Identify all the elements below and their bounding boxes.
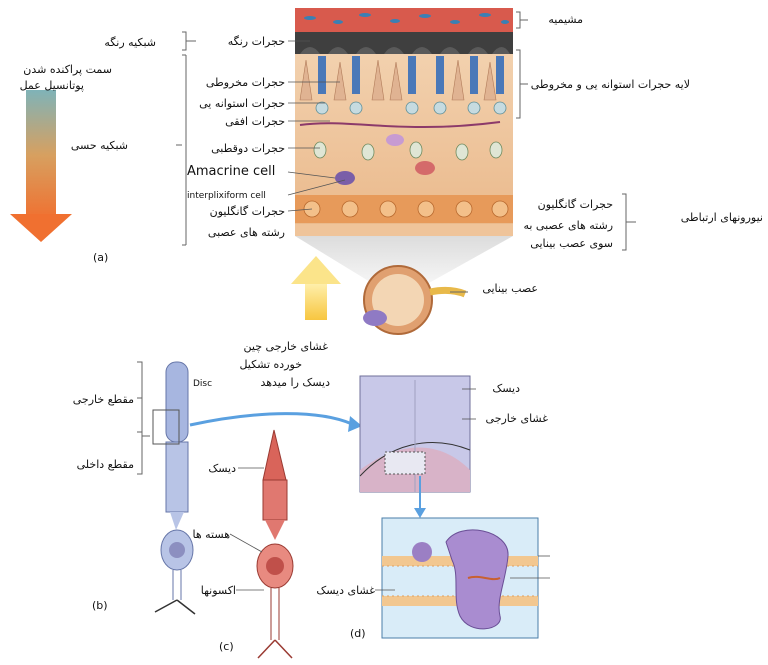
fibers-line-1: رشته های عصبی به [523,219,613,232]
outer-segment-label: مقطع خارجی [73,393,134,406]
direction-text-1: سمت پراکنده شدن [23,63,112,76]
rod-cell [137,362,195,614]
cone-cells-label: حجرات مخروطی [206,76,285,89]
neural-retina-label: شبکیه حسی [71,139,128,152]
disc-en-label: Disc [193,378,212,391]
rod-cells-label: حجرات استوانه یی [199,97,285,110]
pigment-cells-label: حجرات رنگه [228,35,285,48]
panel-a-label: (a) [93,251,108,264]
optic-nerve-label: عصب بینایی [482,282,538,295]
cone-cell [257,430,293,658]
panel-b-label: (b) [92,599,108,612]
direction-arrow [10,90,72,242]
disc-membrane-label: غشای دیسک [316,584,375,597]
choroid-label: مشیمیه [548,13,583,26]
up-arrow [291,256,341,320]
panel-d-label: (d) [350,627,366,640]
amacrine-label: Amacrine cell [187,165,275,178]
pigment-network-label: شبکیه رنگه [104,36,156,49]
membrane-text-1: غشای خارجی چین [244,340,328,353]
outer-membrane-label: غشای خارجی [486,412,548,425]
membrane-text-2: خورده تشکیل [239,358,302,371]
disc-label: دیسک [208,462,236,475]
eye-illustration [363,266,465,334]
bipolar-cells-label: حجرات دوقطبی [211,142,285,155]
disc-right-label: دیسک [492,382,520,395]
nerve-fibers-label: رشته های عصبی [208,226,285,239]
connector-neurons-label: نیورونهای ارتباطی [681,211,763,224]
ganglion-right-label: حجرات گانگلیون [538,198,613,211]
disc-zoom [360,376,470,518]
direction-text-2: پوتانسیل عمل [20,79,84,92]
membrane-text-3: دیسک را میدهد [260,376,330,389]
left-brackets [176,32,196,245]
horizontal-cells-label: حجرات افقی [225,115,285,128]
zoom-arrow [190,414,352,425]
axons-label: اکسونها [201,584,236,597]
panel-c-label: (c) [219,640,234,653]
retina-block [295,8,513,236]
photoreceptor-layer-label: لایه حجرات استوانه یی و مخروطی [531,78,690,91]
ganglion-cells-label: حجرات گانگلیون [210,205,285,218]
interplexiform-label: interplixiform cell [187,190,266,203]
nuclei-label: هسته ها [193,528,230,541]
fibers-line-2: سوی عصب بینایی [530,237,613,250]
inner-segment-label: مقطع داخلی [77,458,134,471]
